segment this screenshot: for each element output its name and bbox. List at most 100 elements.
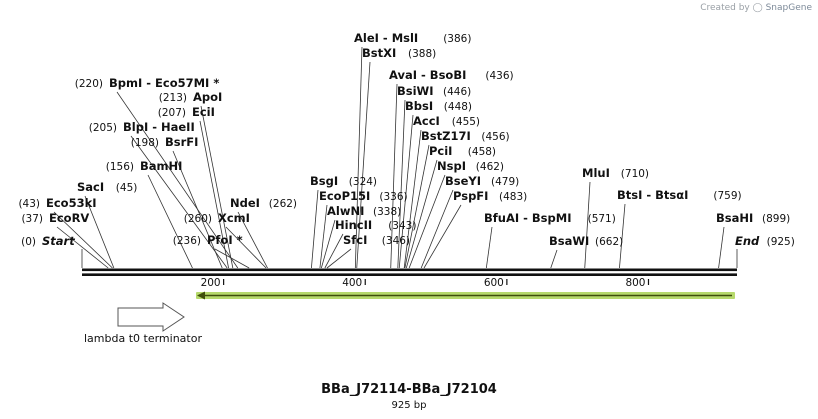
restriction-site-label[interactable]: NspI bbox=[437, 159, 466, 173]
restriction-site-position: (45) bbox=[116, 182, 138, 194]
terminator-feature[interactable]: lambda t0 terminator bbox=[84, 302, 202, 345]
restriction-site-label[interactable]: PfoI * bbox=[207, 233, 243, 247]
restriction-site-position: (456) bbox=[481, 131, 509, 143]
restriction-site-position: (346) bbox=[382, 235, 410, 247]
ruler-tick-label: 800 bbox=[625, 277, 645, 289]
restriction-site-label[interactable]: BstXI bbox=[362, 46, 396, 60]
restriction-site-label[interactable]: BtsI - BtsαI bbox=[617, 188, 688, 202]
site-leader-line bbox=[397, 99, 406, 269]
site-leader-line bbox=[200, 105, 234, 269]
site-leader-line bbox=[390, 83, 398, 269]
restriction-site-position: (338) bbox=[373, 206, 401, 218]
restriction-site-position: (483) bbox=[499, 191, 527, 203]
site-leader-line bbox=[405, 159, 438, 269]
restriction-site-label[interactable]: AleI - MslI bbox=[354, 31, 418, 45]
restriction-site-label[interactable]: BsaWI bbox=[549, 234, 589, 248]
site-leader-line bbox=[311, 189, 319, 269]
site-leader-lines bbox=[53, 46, 738, 269]
restriction-site-label[interactable]: EciI bbox=[192, 105, 215, 119]
restriction-site-label[interactable]: BsrFI bbox=[165, 135, 198, 149]
bp-ruler: 200 400 600 800 bbox=[201, 277, 650, 289]
site-leader-line bbox=[319, 204, 328, 269]
restriction-site-position: (710) bbox=[621, 168, 649, 180]
restriction-site-position: (925) bbox=[767, 236, 795, 248]
site-leader-line bbox=[584, 181, 591, 269]
site-leader-line bbox=[398, 114, 414, 269]
restriction-site-position: (260) bbox=[184, 213, 212, 225]
restriction-site-position: (458) bbox=[468, 146, 496, 158]
site-leader-line bbox=[354, 46, 363, 269]
restriction-site-position: (0) bbox=[21, 236, 36, 248]
restriction-site-position: (236) bbox=[173, 235, 201, 247]
restriction-site-label[interactable]: BfuAI - BspMI bbox=[484, 211, 571, 225]
restriction-site-label[interactable]: ApoI bbox=[193, 90, 222, 104]
restriction-site-label[interactable]: SacI bbox=[77, 180, 104, 194]
restriction-site-label[interactable]: MluI bbox=[582, 166, 610, 180]
restriction-site-label[interactable]: BamHI bbox=[140, 159, 182, 173]
restriction-site-label[interactable]: BlpI - HaeII bbox=[123, 120, 195, 134]
restriction-site-position: (213) bbox=[159, 92, 187, 104]
construct-title: BBa_J72114-BBa_J72104 bbox=[321, 382, 497, 397]
restriction-site-label[interactable]: BbsI bbox=[405, 99, 433, 113]
restriction-site-position: (462) bbox=[476, 161, 504, 173]
orf-reverse-arrow[interactable] bbox=[196, 291, 735, 300]
site-leader-line bbox=[326, 248, 352, 269]
site-leader-line bbox=[423, 204, 462, 269]
site-leader-line bbox=[320, 219, 336, 269]
site-leader-line bbox=[324, 233, 344, 269]
site-labels: Start(0)EcoRV(37)Eco53kI(43)SacI(45)BamH… bbox=[18, 31, 794, 248]
site-leader-line bbox=[718, 226, 725, 269]
site-leader-line bbox=[53, 211, 113, 269]
site-leader-line bbox=[225, 226, 267, 269]
restriction-site-label[interactable]: BpmI - Eco57MI * bbox=[109, 76, 219, 90]
restriction-site-label[interactable]: SfcI bbox=[343, 233, 367, 247]
restriction-site-label[interactable]: BsaHI bbox=[716, 211, 753, 225]
ruler-tick-label: 200 bbox=[201, 277, 221, 289]
restriction-site-label[interactable]: PspFI bbox=[453, 189, 488, 203]
restriction-site-position: (262) bbox=[269, 198, 297, 210]
restriction-site-label[interactable]: AvaI - BsoBI bbox=[389, 68, 466, 82]
restriction-site-label[interactable]: BsgI bbox=[310, 174, 338, 188]
ruler-tick-label: 600 bbox=[484, 277, 504, 289]
restriction-site-position: (336) bbox=[379, 191, 407, 203]
restriction-site-position: (662) bbox=[595, 236, 623, 248]
restriction-site-label[interactable]: EcoRV bbox=[49, 211, 89, 225]
restriction-site-position: (448) bbox=[444, 101, 472, 113]
restriction-site-label[interactable]: Start bbox=[42, 234, 75, 248]
site-leader-line bbox=[214, 248, 250, 269]
site-leader-line bbox=[356, 61, 371, 269]
restriction-site-label[interactable]: XcmI bbox=[218, 211, 250, 225]
site-leader-line bbox=[404, 144, 430, 269]
credit-prefix: Created by bbox=[700, 3, 750, 13]
restriction-site-position: (899) bbox=[762, 213, 790, 225]
restriction-site-position: (446) bbox=[443, 86, 471, 98]
restriction-site-position: (205) bbox=[89, 122, 117, 134]
site-leader-line bbox=[619, 203, 626, 269]
site-leader-line bbox=[550, 249, 558, 269]
restriction-site-position: (386) bbox=[443, 33, 471, 45]
site-leader-line bbox=[408, 174, 446, 269]
restriction-site-label[interactable]: NdeI bbox=[230, 196, 260, 210]
site-leader-line bbox=[56, 226, 109, 269]
site-leader-line bbox=[116, 91, 239, 269]
restriction-site-label[interactable]: BseYI bbox=[445, 174, 481, 188]
restriction-site-label[interactable]: AlwNI bbox=[327, 204, 364, 218]
restriction-site-label[interactable]: BsiWI bbox=[397, 84, 434, 98]
restriction-site-position: (43) bbox=[18, 198, 40, 210]
site-leader-line bbox=[237, 211, 268, 269]
restriction-site-position: (388) bbox=[408, 48, 436, 60]
restriction-site-label[interactable]: EcoP15I bbox=[319, 189, 370, 203]
restriction-site-label[interactable]: End bbox=[735, 234, 760, 248]
construct-length: 925 bp bbox=[392, 400, 427, 411]
restriction-site-label[interactable]: PciI bbox=[429, 144, 452, 158]
restriction-site-position: (207) bbox=[158, 107, 186, 119]
ruler-tick-label: 400 bbox=[342, 277, 362, 289]
restriction-site-label[interactable]: Eco53kI bbox=[46, 196, 97, 210]
restriction-site-label[interactable]: AccI bbox=[413, 114, 440, 128]
restriction-site-label[interactable]: BstZ17I bbox=[421, 129, 471, 143]
site-leader-line bbox=[199, 120, 229, 269]
restriction-site-position: (324) bbox=[349, 176, 377, 188]
site-leader-line bbox=[130, 135, 228, 269]
restriction-site-label[interactable]: HincII bbox=[335, 218, 372, 232]
